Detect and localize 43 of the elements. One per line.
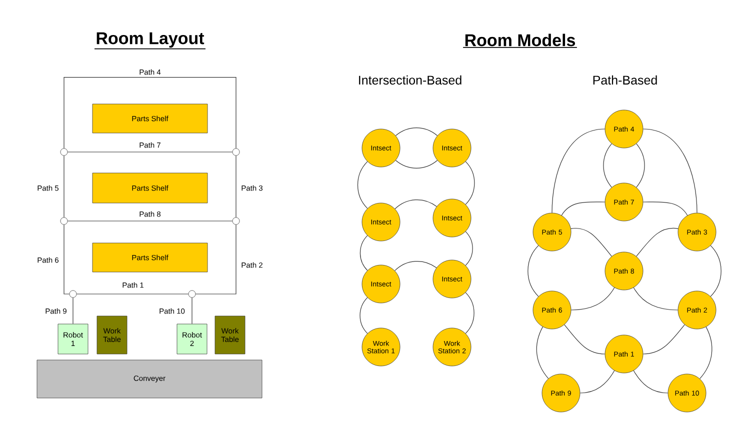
connector-arc [636, 228, 678, 257]
heading: Room Models [462, 34, 578, 48]
connector-arc [465, 161, 475, 205]
connector-arc [395, 160, 438, 168]
connector-arc [570, 228, 612, 257]
connector-arc [633, 370, 668, 394]
subheading: Path-Based [593, 75, 657, 85]
connector-arc [642, 128, 698, 214]
connector-arc [360, 235, 368, 271]
connector-arc [357, 161, 368, 209]
connector-arc [603, 143, 612, 188]
junction-circle [69, 290, 77, 298]
connector-arc [633, 287, 678, 310]
junction-circle [60, 217, 68, 225]
connector-arc [360, 297, 368, 334]
connector-arc [395, 128, 438, 136]
path-line [64, 77, 236, 149]
junction-circle [60, 148, 68, 156]
connector-arc [570, 287, 615, 310]
junction-circle [232, 217, 240, 225]
connector-arc [552, 128, 606, 214]
subheading: Intersection-Based [359, 75, 462, 85]
connector-arc [580, 370, 615, 394]
connector-arc [700, 326, 712, 379]
connector-arc [642, 324, 685, 354]
connector-arc [394, 261, 437, 271]
connector-arc [636, 143, 645, 188]
connector-arc [528, 245, 539, 297]
connector-arc [394, 200, 437, 210]
connector-arc [564, 324, 606, 354]
path-line [72, 297, 74, 324]
junction-circle [188, 290, 196, 298]
connector-arc [536, 326, 549, 379]
connector-arc [465, 292, 474, 334]
path-line [195, 224, 236, 294]
heading: Room Layout [94, 32, 206, 50]
path-line [64, 224, 70, 294]
connector-arc [642, 202, 688, 216]
junction-circle [232, 148, 240, 156]
path-line [67, 220, 233, 222]
connector-arc [561, 202, 606, 216]
connector-arc [465, 231, 473, 266]
connector-arc [710, 245, 722, 297]
